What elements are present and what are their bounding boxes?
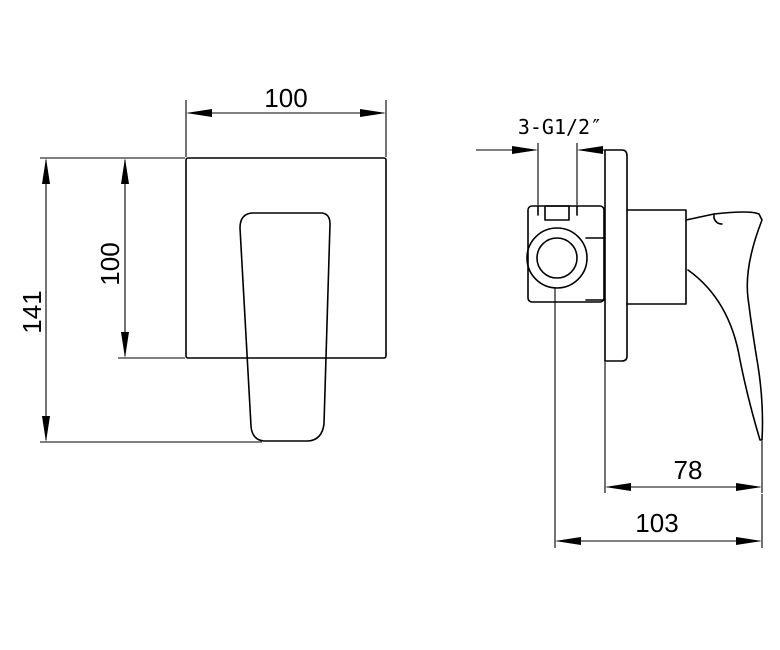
side-handle <box>685 211 764 441</box>
side-outlet-outer <box>526 227 588 289</box>
side-view <box>526 149 764 441</box>
dim-side-thread-label: 3-G1/2″ <box>518 115 602 139</box>
dim-side-depth-total: 103 <box>554 288 763 548</box>
dim-front-width-label: 100 <box>264 83 307 113</box>
dim-front-plate-height: 100 <box>95 157 185 359</box>
dim-side-depth-handle-label: 78 <box>674 455 703 485</box>
side-cover-plate <box>604 149 628 362</box>
side-valve-body <box>585 237 606 301</box>
dim-front-total-height-label: 141 <box>17 290 47 333</box>
front-view <box>185 157 387 442</box>
side-outlet-inner <box>536 237 578 279</box>
dim-front-plate-height-label: 100 <box>95 242 125 285</box>
dim-side-depth-total-label: 103 <box>635 508 678 538</box>
side-spindle-housing <box>626 209 687 305</box>
dim-front-total-height: 141 <box>17 157 262 443</box>
front-handle <box>239 212 331 442</box>
dim-front-width: 100 <box>185 83 387 157</box>
front-cover-plate <box>185 157 387 359</box>
dim-side-depth-handle: 78 <box>604 362 763 493</box>
dim-side-thread: 3-G1/2″ <box>476 115 606 205</box>
